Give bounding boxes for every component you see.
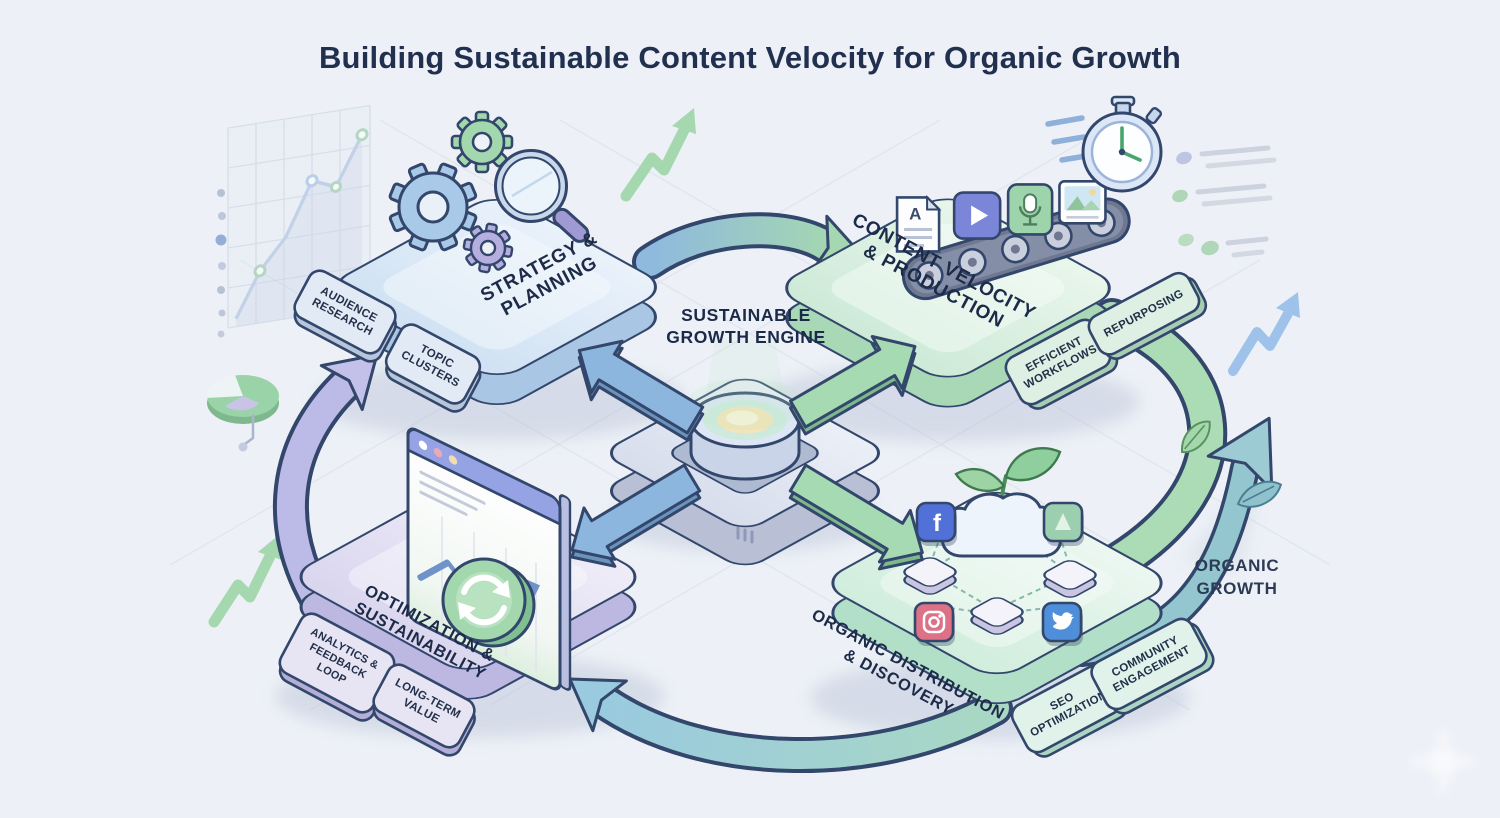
- engine-label-line1: SUSTAINABLE: [681, 305, 811, 325]
- engine-arrow-to-distribution: [788, 463, 924, 571]
- platform-optimization: OPTIMIZATION & SUSTAINABILITY ANALYTICS …: [278, 427, 637, 757]
- leaf-icon: [1236, 480, 1283, 508]
- tag-analytics-feedback-loop: ANALYTICS & FEEDBACK LOOP: [278, 612, 396, 722]
- network-node: [970, 597, 1024, 635]
- gear-icon: [450, 110, 514, 174]
- engine-arrow-to-optimization: [570, 463, 702, 568]
- engine-label-line2: GROWTH ENGINE: [666, 327, 825, 347]
- network-node: [903, 557, 957, 595]
- tag-community-engagement: COMMUNITY ENGAGEMENT: [1090, 617, 1215, 715]
- tag-repurposing: REPURPOSING: [1087, 271, 1208, 360]
- image-icon: [1058, 179, 1107, 225]
- platform-content: A CONTENT VELOCITY & PRODUCTION: [785, 179, 1208, 410]
- decorative-dot-column: [215, 189, 227, 338]
- engine-arrow-to-content: [789, 335, 917, 436]
- leaf-icon: [1180, 420, 1211, 454]
- decorative-dash-list-right: [1172, 145, 1277, 258]
- growth-zigzag-arrow-right: [1228, 292, 1300, 376]
- organic-growth-label-line2: GROWTH: [1196, 579, 1277, 598]
- document-icon: A: [895, 195, 942, 253]
- engine-arrow-to-strategy: [577, 339, 705, 442]
- tag-audience-research: AUDIENCE RESEARCH: [293, 269, 397, 363]
- conveyor-belt-icon: A: [895, 179, 1131, 301]
- magnifier-icon: [494, 149, 590, 243]
- gear-icon: [462, 222, 514, 274]
- facebook-icon: f: [915, 501, 957, 546]
- facebook-letter: f: [933, 510, 942, 537]
- page-title: Building Sustainable Content Velocity fo…: [319, 40, 1181, 75]
- stopwatch-icon: [1045, 95, 1163, 193]
- tag-long-term-value: LONG-TERM VALUE: [372, 663, 476, 757]
- cycle-arrow-distribution-to-optimization: [568, 677, 1013, 774]
- refresh-cycle-icon: [441, 557, 536, 648]
- document-letter: A: [909, 204, 921, 223]
- twitter-icon: [1041, 601, 1083, 646]
- engine-core: [687, 378, 803, 481]
- sprout-icon: [954, 447, 1062, 514]
- instagram-icon: [913, 601, 955, 646]
- video-icon: [952, 191, 1002, 240]
- podcast-mic-icon: [1006, 183, 1054, 236]
- watermark-flake: [1411, 730, 1475, 794]
- network-node: [1043, 560, 1097, 598]
- growth-zigzag-arrow-top: [620, 108, 696, 202]
- gear-icon: [388, 162, 478, 252]
- tag-topic-clusters: TOPIC CLUSTERS: [384, 323, 482, 413]
- media-icon: [1042, 501, 1084, 546]
- decorative-pie-chart: [206, 375, 279, 452]
- tag-efficient-workflows: EFFICIENT WORKFLOWS: [1004, 318, 1119, 410]
- platform-strategy: STRATEGY & PLANNING AUDIENCE RESEARCH TO…: [293, 110, 657, 413]
- organic-growth-label-line1: ORGANIC: [1195, 556, 1279, 575]
